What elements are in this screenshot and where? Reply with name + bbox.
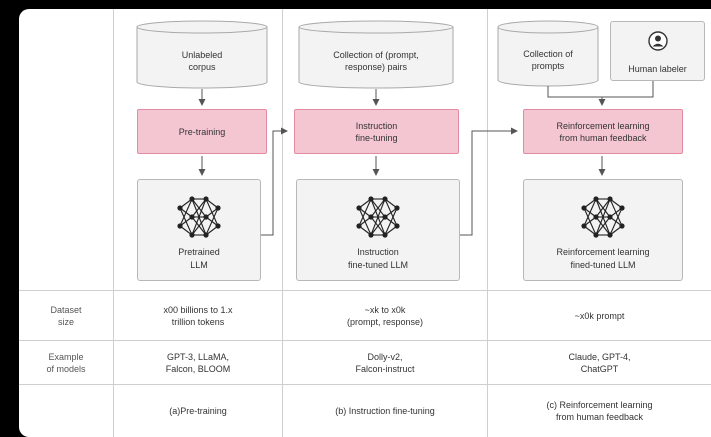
diagram-card: Unlabeled corpus Collection of (prompt, … [19,9,711,437]
grid-line [19,384,711,385]
grid-line [19,340,711,341]
row-header-dataset-size: Dataset size [50,304,82,327]
rlhf-box: Reinforcement learning from human feedba… [523,109,683,154]
rlhf-llm-box: Reinforcement learning fined-tuned LLM [523,179,683,281]
grid-line [487,9,488,437]
dataset-size-cell: ~xk to x0k (prompt, response) [346,304,424,327]
instruction-llm-box: Instruction fine-tuned LLM [296,179,460,281]
pretrained-llm-box: Pretrained LLM [137,179,261,281]
person-icon [648,31,668,51]
grid-line [19,290,711,291]
instruction-finetuning-box: Instruction fine-tuning [294,109,459,154]
source-label: Unlabeled corpus [181,50,223,72]
model-label: Reinforcement learning fined-tuned LLM [556,247,650,270]
examples-cell: Claude, GPT-4, ChatGPT [568,351,631,374]
grid-line [113,9,114,437]
prompts-cylinder [497,27,599,87]
human-labeler-label: Human labeler [628,64,687,74]
model-label: Pretrained LLM [178,247,220,270]
examples-cell: GPT-3, LLaMA, Falcon, BLOOM [165,351,231,374]
caption-cell: (c) Reinforcement learning from human fe… [546,400,653,422]
model-label: Instruction fine-tuned LLM [347,247,409,270]
corpus-cylinder [136,27,268,89]
row-header-examples: Example of models [46,351,86,374]
caption-cell: (b) Instruction fine-tuning [335,406,435,416]
source-label: Collection of prompts [523,49,573,71]
neural-network-icon [581,196,625,238]
human-labeler-box: Human labeler [610,21,705,81]
grid-line [282,9,283,437]
neural-network-icon [356,196,400,238]
pretraining-box: Pre-training [137,109,267,154]
source-label: Collection of (prompt, response) pairs [333,50,419,72]
pairs-cylinder [298,27,454,89]
dataset-size-cell: x00 billions to 1.x trillion tokens [163,304,233,327]
neural-network-icon [177,196,221,238]
caption-cell: (a)Pre-training [169,406,227,416]
dataset-size-cell: ~x0k prompt [574,310,625,321]
examples-cell: Dolly-v2, Falcon-instruct [355,351,415,374]
flow-connectors [136,20,654,236]
